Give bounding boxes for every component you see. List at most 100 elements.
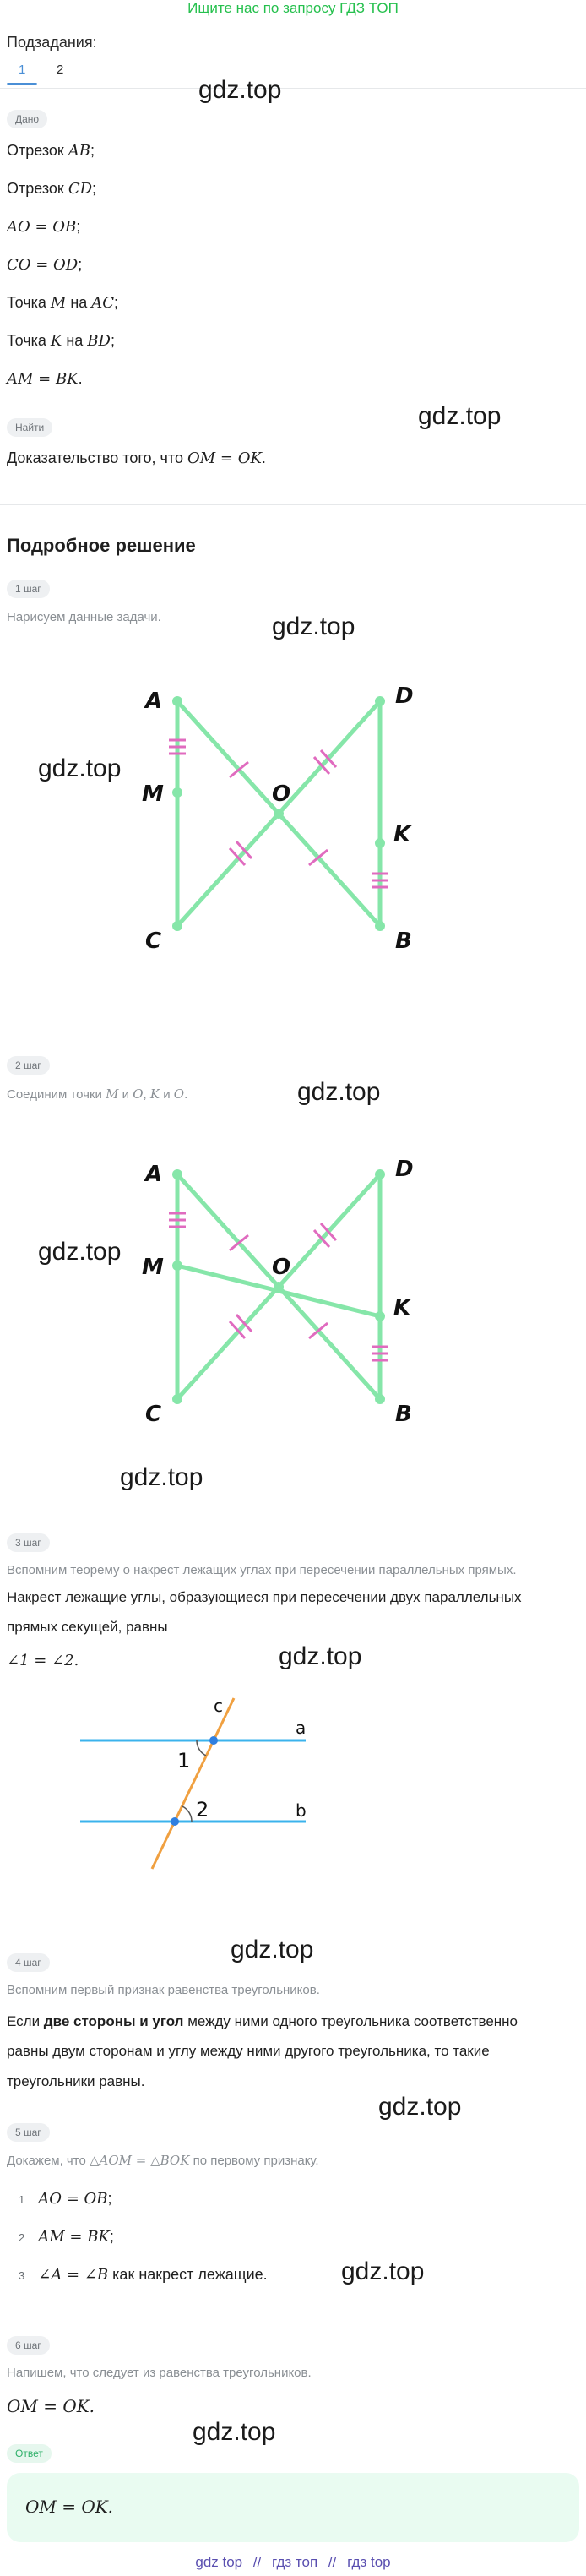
label-b: b [296,1800,307,1821]
point-A [172,696,182,706]
point-B [375,1394,385,1404]
point-M [172,1261,182,1271]
step6-formula: OM = OK. [7,2396,95,2416]
label-D: D [395,1157,414,1182]
given-math: BD [87,332,111,350]
watermark: gdz.top [120,1463,203,1491]
list-suffix: ; [109,2228,114,2245]
label-A: A [144,689,162,714]
footer-link-gdz-top-ru[interactable]: гдз топ [272,2554,318,2570]
list-math: ∠A = ∠B [38,2266,109,2284]
step4-text: Если [7,2013,44,2029]
step5-muted-b: по первому признаку. [189,2154,319,2168]
tab-subtask-2[interactable]: 2 [57,63,64,77]
step1-text: Нарисуем данные задачи. [7,610,161,624]
answer-pill-wrap: Ответ [7,2444,52,2463]
intersection-b [171,1817,179,1826]
label-angle-1: 1 [177,1749,190,1773]
label-C: C [145,929,161,954]
point-K [375,1311,385,1321]
given-punct: ; [92,180,97,197]
label-O: O [272,1255,290,1280]
watermark: gdz.top [378,2093,462,2121]
step4-muted: Вспомним первый признак равенства треуго… [7,1983,320,1997]
given-math: K [50,332,62,350]
step4-pill: 4 шаг [7,1953,50,1972]
given-math: AC [91,294,115,312]
given-punct: ; [78,256,83,273]
given-text: Точка [7,332,51,349]
point-C [172,921,182,931]
given-text: на [66,294,92,311]
given-math: AO = OB [7,218,77,236]
step2-math: O [173,1086,185,1102]
find-pill-wrap: Найти [7,418,53,437]
line-c [150,1697,236,1870]
footer-link-gdz-top-mixed[interactable]: гдз top [347,2554,391,2570]
point-O [274,1282,284,1292]
label-a: a [296,1718,306,1738]
given-pill: Дано [7,110,48,128]
find-prefix: Доказательство того, что [7,449,187,466]
given-punct: . [78,370,83,387]
find-punct: . [261,449,266,466]
step3-line2: прямых секущей, равны [7,1619,168,1635]
step2-pill: 2 шаг [7,1056,50,1075]
label-O: O [272,782,290,807]
point-O [274,809,284,819]
watermark: gdz.top [272,613,355,640]
step5-muted-a: Докажем, что [7,2154,90,2168]
given-item-6: Точка K на BD; [7,332,115,350]
footer-link-gdz-top[interactable]: gdz top [195,2554,243,2570]
step2-pill-wrap: 2 шаг [7,1056,50,1075]
watermark: gdz.top [418,402,502,430]
step2-math: O [133,1086,144,1102]
list-suffix: как накрест лежащие. [108,2266,268,2283]
step5-pill-wrap: 5 шаг [7,2123,50,2142]
step5-list-item-3: 3∠A = ∠B как накрест лежащие. [19,2266,268,2284]
watermark: gdz.top [198,76,282,104]
point-C [172,1394,182,1404]
section-divider [0,504,586,505]
label-M: M [142,1255,164,1280]
label-c: c [214,1696,223,1716]
top-banner[interactable]: Ищите нас по запросу ГДЗ ТОП [187,0,399,16]
step6-muted: Напишем, что следует из равенства треуго… [7,2366,312,2380]
given-punct: ; [90,142,95,159]
tabs-divider [0,88,586,89]
label-D: D [395,683,414,709]
watermark: gdz.top [341,2257,425,2285]
step3-formula: ∠1 = ∠2. [7,1652,79,1669]
find-pill: Найти [7,418,53,437]
label-B: B [395,1402,412,1427]
figure-triangles-1: A D M O K C B [142,683,414,954]
point-M [172,787,182,798]
step1-pill: 1 шаг [7,580,50,598]
figure1-ticks [169,738,388,889]
point-D [375,1169,385,1179]
tab-subtask-1[interactable]: 1 [19,63,26,77]
step2-mid: и [160,1087,174,1102]
given-item-2: Отрезок CD; [7,180,96,198]
given-math: AM = BK [7,370,79,388]
step4-pill-wrap: 4 шаг [7,1953,50,1972]
footer-separator: // [252,2554,262,2570]
label-K: K [393,822,412,847]
point-K [375,838,385,848]
watermark: gdz.top [279,1642,362,1670]
watermark: gdz.top [38,754,122,782]
step2-mid: , [143,1087,150,1102]
list-math: AM = BK [38,2228,110,2246]
given-item-1: Отрезок AB; [7,142,95,160]
list-number: 1 [19,2193,25,2206]
step4-line1: Если две стороны и угол между ними одног… [7,2013,518,2030]
step5-muted: Докажем, что △AOM = △BOK по первому приз… [7,2153,319,2168]
list-math: AO = OB [38,2190,108,2208]
step3-pill-wrap: 3 шаг [7,1533,50,1552]
step2-math: M [106,1086,119,1102]
watermark: gdz.top [297,1078,381,1106]
step2-text: Соединим точки M и O, K и O. [7,1086,187,1102]
label-C: C [145,1402,161,1427]
given-pill-wrap: Дано [7,110,48,128]
